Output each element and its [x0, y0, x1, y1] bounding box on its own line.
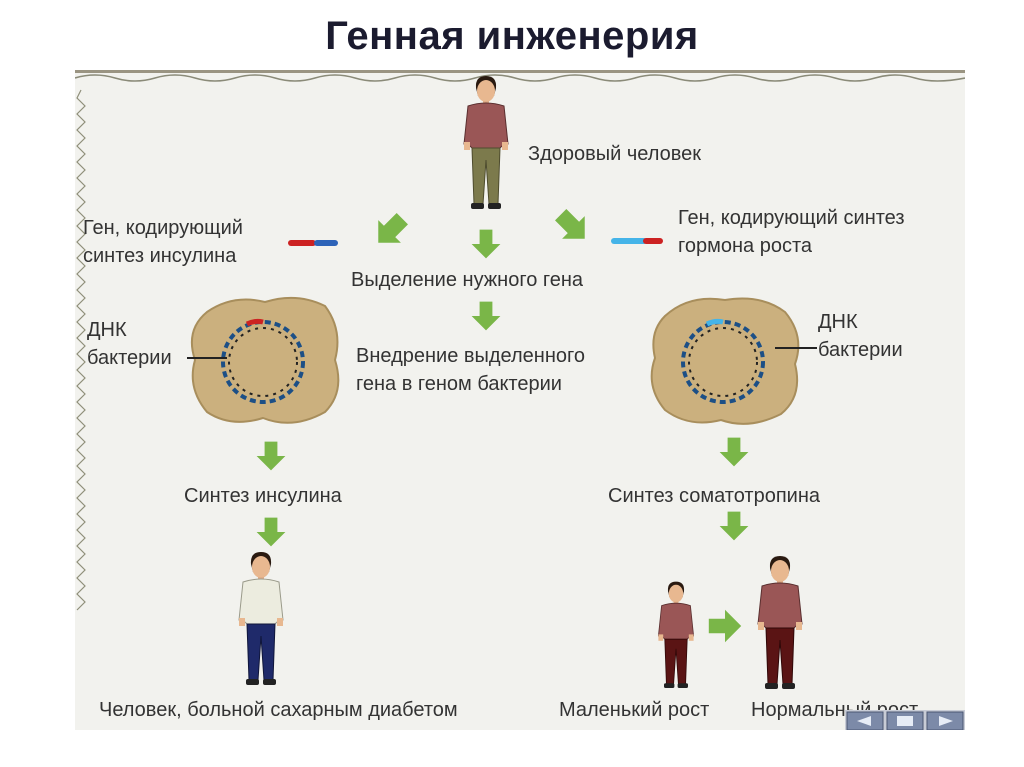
growth-gene-label-line1: Ген, кодирующий синтез	[678, 207, 905, 229]
somatotropin-synthesis-label: Синтез соматотропина	[608, 485, 820, 507]
left-dna-label-line2: бактерии	[87, 347, 172, 369]
decorative-border-left	[76, 89, 86, 611]
arrow-down-somatotropin-icon	[719, 511, 749, 541]
arrow-right-growth-icon	[708, 609, 742, 643]
isolation-step-label: Выделение нужного гена	[351, 269, 584, 291]
insertion-step-label-line1: Внедрение выделенного	[356, 345, 585, 367]
arrow-down-left-icon	[378, 213, 408, 243]
growth-gene-bar-icon	[611, 238, 663, 244]
right-dna-pointer-line	[775, 347, 817, 349]
decorative-border-top	[75, 70, 965, 82]
arrow-down-isolation-icon	[471, 301, 501, 331]
arrow-down-right-cell-icon	[719, 437, 749, 467]
normal-height-person-icon	[757, 556, 803, 689]
right-dna-label-line2: бактерии	[818, 339, 903, 361]
diabetic-person-icon	[238, 552, 284, 685]
slide-navigation-buttons[interactable]	[845, 710, 965, 730]
page-title: Генная инженерия	[325, 14, 699, 58]
arrow-down-insulin-icon	[256, 517, 286, 547]
diabetic-person-label: Человек, больной сахарным диабетом	[99, 699, 458, 721]
arrow-down-center-icon	[471, 229, 501, 259]
left-bacterium-cell-icon	[191, 296, 340, 424]
insulin-gene-label-line2: синтез инсулина	[83, 245, 237, 267]
arrow-down-left-cell-icon	[256, 441, 286, 471]
diagram-panel: Здоровый человек Ген, кодирующий синтез …	[75, 70, 965, 730]
left-dna-label-line1: ДНК	[87, 319, 127, 341]
left-dna-pointer-line	[187, 357, 227, 359]
insulin-synthesis-label: Синтез инсулина	[184, 485, 342, 507]
short-growth-label: Маленький рост	[559, 699, 710, 721]
right-dna-label-line1: ДНК	[818, 311, 858, 333]
right-bacterium-cell-icon	[650, 297, 800, 425]
insertion-step-label-line2: гена в геном бактерии	[356, 373, 562, 395]
arrow-down-right-icon	[555, 209, 585, 239]
growth-gene-label-line2: гормона роста	[678, 235, 813, 257]
short-person-icon	[657, 581, 695, 688]
insulin-gene-label-line1: Ген, кодирующий	[83, 217, 243, 239]
insulin-gene-bar-icon	[288, 240, 338, 246]
healthy-person-label: Здоровый человек	[528, 143, 702, 165]
healthy-person-icon	[463, 76, 509, 209]
